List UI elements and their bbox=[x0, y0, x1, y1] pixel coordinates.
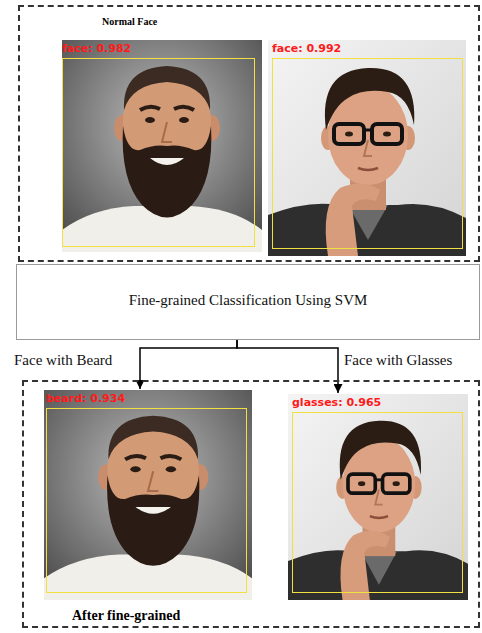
edge-label-holder: Face with Beard bbox=[14, 352, 112, 369]
process-box: Fine-grained Classification Using SVM bbox=[16, 264, 480, 340]
detection-box bbox=[273, 59, 463, 249]
face-photo: glasses: 0.965 bbox=[288, 394, 468, 600]
process-label: Fine-grained Classification Using SVM bbox=[129, 292, 368, 309]
edge-label: Face with Beard bbox=[14, 352, 112, 369]
arrow-connector bbox=[237, 340, 338, 393]
face-photo: face: 0.992 bbox=[268, 40, 466, 256]
detection-box bbox=[63, 59, 255, 247]
dashed-region: Normal Face face: 0.982 face: 0.992 bbox=[18, 5, 480, 262]
region-title: Normal Face bbox=[102, 16, 157, 28]
detection-box bbox=[293, 413, 463, 593]
detection-label: glasses: 0.965 bbox=[292, 397, 381, 410]
detection-label: face: 0.992 bbox=[272, 43, 341, 56]
glasses-photo bbox=[268, 40, 466, 256]
edge-label-holder: Face with Glasses bbox=[344, 352, 452, 369]
detection-box bbox=[47, 409, 247, 593]
edge-label: Face with Glasses bbox=[344, 352, 452, 369]
face-photo: beard: 0.934 bbox=[44, 390, 252, 600]
dashed-region: After fine-grained beard: 0.934 glasses: 0… bbox=[22, 380, 480, 628]
beard-photo bbox=[62, 40, 262, 252]
detection-label: beard: 0.934 bbox=[46, 393, 125, 406]
face-photo: face: 0.982 bbox=[62, 40, 262, 252]
region-title: After fine-grained bbox=[72, 608, 180, 624]
detection-label: face: 0.982 bbox=[62, 43, 131, 56]
glasses-photo bbox=[288, 394, 468, 600]
beard-photo bbox=[44, 390, 252, 600]
